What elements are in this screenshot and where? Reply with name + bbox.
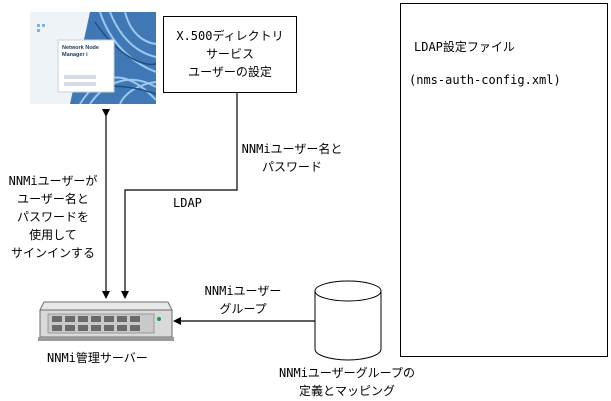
login-screen-title: Network Node Manager i	[62, 45, 114, 59]
signin-line: 使用して	[29, 228, 77, 242]
ldap-config-file-box: LDAP設定ファイル (nms-auth-config.xml)	[400, 3, 608, 357]
config-filename: (nms-auth-config.xml)	[409, 73, 561, 87]
database-label: NNMiユーザーグループの 定義とマッピング	[262, 364, 432, 400]
directory-line: X.500ディレクトリ	[176, 29, 284, 43]
directory-service-box: X.500ディレクトリ サービス ユーザーの設定	[163, 16, 297, 93]
login-title-line: Network Node	[62, 45, 99, 51]
signin-line: パスワードを	[16, 210, 89, 224]
ldap-protocol-label: LDAP	[173, 196, 202, 210]
credentials-label: NNMiユーザー名と パスワード	[232, 140, 352, 176]
user-group-label: NNMiユーザー グループ	[183, 282, 303, 318]
login-title-line: Manager i	[62, 52, 88, 58]
credentials-line: パスワード	[261, 160, 322, 174]
config-box-title: LDAP設定ファイル	[414, 40, 515, 54]
database-line: 定義とマッピング	[298, 384, 395, 398]
server-label: NNMi管理サーバー	[47, 351, 148, 365]
directory-line: ユーザーの設定	[188, 65, 272, 79]
signin-line: ユーザー名と	[17, 192, 89, 206]
management-server-icon	[38, 301, 174, 341]
database-line: NNMiユーザーグループの	[279, 366, 415, 380]
credentials-line: NNMiユーザー名と	[241, 142, 343, 156]
directory-line: サービス	[205, 47, 254, 61]
signin-line: サインインする	[10, 246, 95, 260]
network-cables-picture	[30, 12, 156, 104]
user-group-database-icon	[314, 280, 382, 361]
user-group-line: NNMiユーザー	[204, 284, 282, 298]
login-screen-image: Network Node Manager i	[30, 12, 156, 104]
ldap-arrow	[121, 92, 238, 299]
signin-label: NNMiユーザーが ユーザー名と パスワードを 使用して サインインする	[2, 172, 104, 262]
user-group-line: グループ	[219, 302, 267, 316]
signin-line: NNMiユーザーが	[8, 174, 98, 188]
